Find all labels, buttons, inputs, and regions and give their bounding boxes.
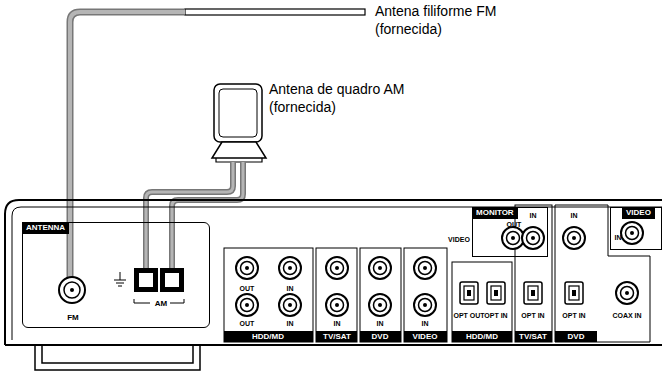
ground-symbol [114, 272, 126, 286]
panel-part [165, 273, 179, 287]
jack-label: VIDEO [448, 236, 470, 244]
fm-cable [70, 12, 185, 280]
jack-label: IN [571, 212, 578, 220]
panel-part [219, 89, 257, 137]
jack-label: COAX IN [612, 312, 641, 320]
panel-part [70, 12, 185, 280]
jack-label: OPT IN [484, 312, 507, 320]
jack-label: OUT [507, 221, 522, 229]
group-label: VIDEO [413, 332, 438, 342]
panel-part [565, 282, 583, 304]
panel-part [316, 331, 357, 342]
group-bars [224, 331, 597, 342]
panel-part [404, 248, 447, 342]
terminal-label: AM [155, 299, 167, 309]
jack-label: IN [287, 285, 294, 293]
jack-label: OPT OUT [453, 312, 484, 320]
panel-heading: ANTENNA [22, 222, 69, 234]
jack-label: OPT IN [562, 312, 585, 320]
optical-jacks [460, 282, 583, 304]
panel-part [326, 257, 348, 279]
panel-part [487, 282, 505, 304]
jack-group-outlines [224, 205, 650, 342]
panel-part [139, 273, 153, 287]
group-label: HDD/MD [466, 332, 498, 342]
panel-part [621, 222, 643, 244]
panel-heading: VIDEO [622, 207, 655, 219]
group-label: DVD [568, 332, 585, 342]
panel-part [160, 268, 184, 292]
fm-jack [59, 277, 85, 303]
panel-part [563, 227, 585, 249]
panel-part [452, 262, 512, 342]
panel-part [12, 207, 662, 340]
panel-part [224, 331, 313, 342]
panel-part [414, 257, 436, 279]
jack-label: IN [615, 234, 622, 242]
group-label: TV/SAT [519, 332, 547, 342]
panel-part [502, 227, 524, 249]
jack-label: IN [422, 320, 429, 328]
panel-part [524, 282, 542, 304]
group-label: DVD [372, 332, 389, 342]
panel-part [64, 282, 80, 298]
panel-part [146, 162, 233, 270]
accessory-caption: Antena de quadro AM (fornecida) [269, 80, 429, 116]
panel-part [326, 294, 348, 316]
foot-bracket [35, 345, 200, 370]
panel-part [522, 227, 544, 249]
panel-part [316, 248, 357, 342]
panel-part [172, 162, 243, 270]
jack-label: IN [334, 320, 341, 328]
am-terminal [134, 268, 158, 292]
panel-part [172, 162, 243, 270]
panel-part [224, 248, 313, 342]
am-loop [214, 84, 262, 142]
jack-label: OPT IN [521, 312, 544, 320]
rca-jacks [236, 222, 643, 316]
panel-part [236, 257, 258, 279]
panel-part [414, 294, 436, 316]
jack-label: IN [287, 320, 294, 328]
panel-part [555, 331, 597, 342]
panel-part [452, 331, 512, 342]
group-label: TV/SAT [323, 332, 351, 342]
am-stand [212, 142, 266, 158]
terminal-label: FM [67, 313, 79, 323]
jack-label: IN [377, 320, 384, 328]
fm-antenna-wire [185, 9, 365, 15]
panel-part [369, 257, 391, 279]
panel-box: MONITOR OUT [472, 207, 548, 257]
panel-part [404, 331, 447, 342]
panel-outline [5, 200, 662, 345]
panel-part [5, 344, 662, 346]
panel-part [515, 331, 552, 342]
accessory-caption: Antena filiforme FM (fornecida) [375, 2, 525, 38]
panel-part [555, 205, 650, 342]
panel-part [369, 294, 391, 316]
jack-label: OUT [240, 320, 255, 328]
panel-part [460, 282, 478, 304]
jack-label: IN [530, 212, 537, 220]
panel-part [279, 257, 301, 279]
jack-label: OUT [240, 285, 255, 293]
panel-box: VIDEO IN [610, 207, 662, 250]
am-cable [146, 162, 233, 270]
panel-part [216, 158, 262, 162]
panel-part [360, 331, 401, 342]
panel-part [360, 248, 401, 342]
panel-part [616, 282, 638, 304]
panel-part [70, 288, 74, 292]
panel-part [279, 294, 301, 316]
panel-part [236, 294, 258, 316]
panel-heading: MONITOR [472, 207, 518, 219]
panel-box: ANTENNA FM AM [22, 222, 210, 328]
group-label: HDD/MD [252, 332, 284, 342]
